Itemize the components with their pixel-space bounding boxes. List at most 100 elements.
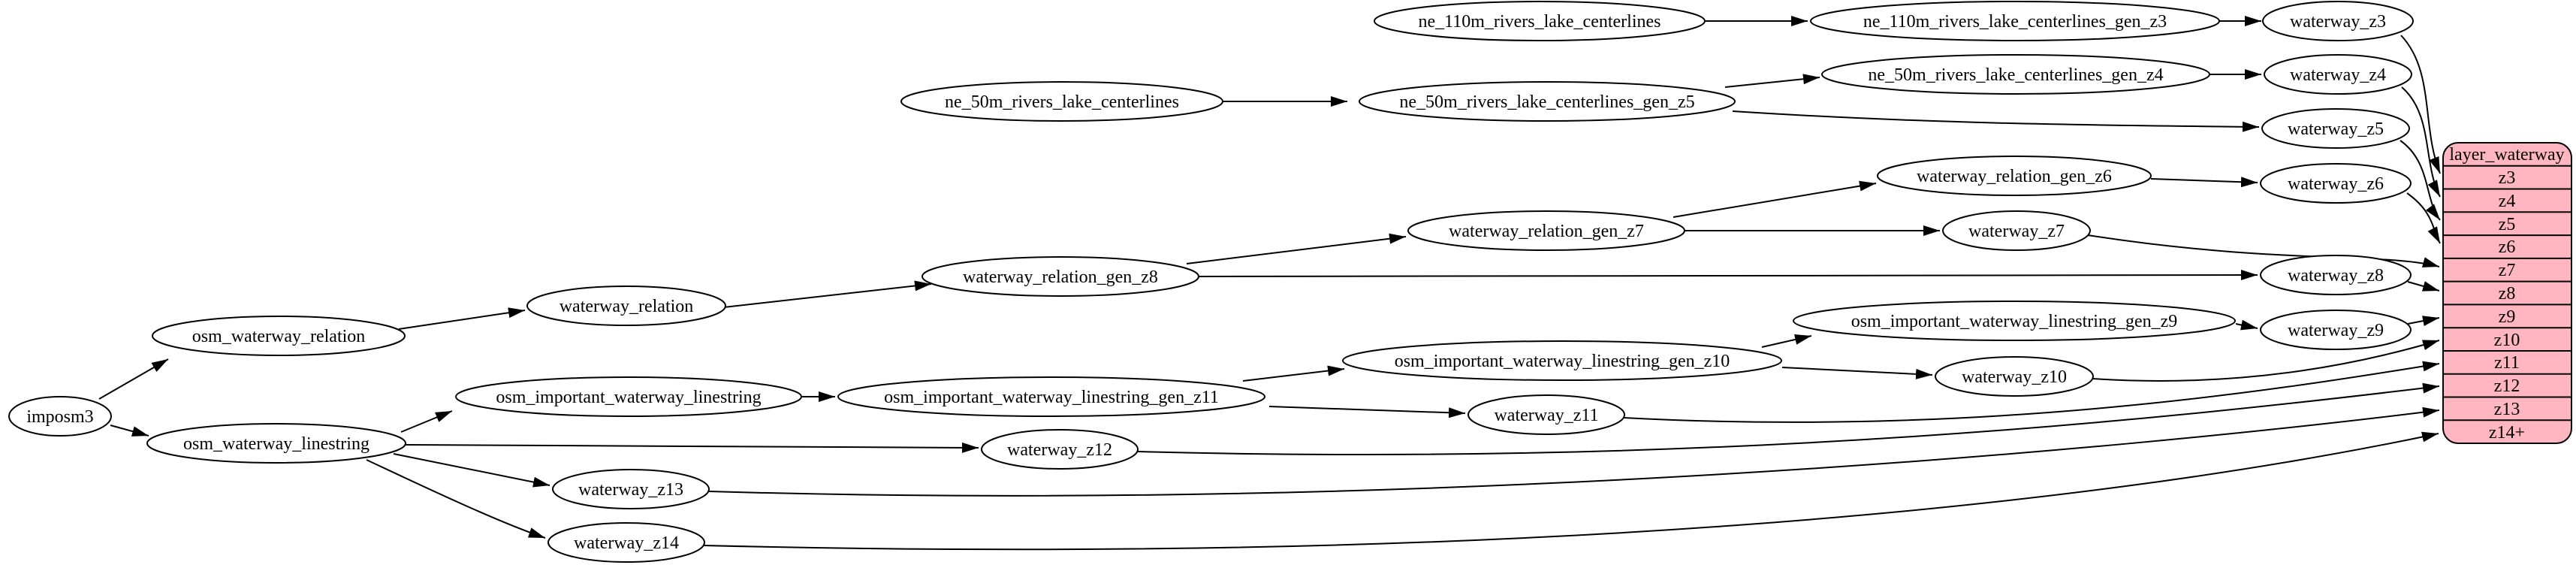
table-row-z8: z8 bbox=[2499, 284, 2516, 304]
node-label: ne_50m_rivers_lake_centerlines_gen_z4 bbox=[1868, 65, 2163, 85]
node-label: waterway_z10 bbox=[1962, 367, 2067, 387]
node-shape bbox=[547, 522, 705, 563]
node-shape bbox=[981, 429, 1139, 470]
edge-imposm3-osm_waterway_relation bbox=[98, 358, 169, 400]
edge-group bbox=[98, 16, 2441, 551]
node-waterway_z9: waterway_z9 bbox=[2260, 310, 2412, 350]
node-label: waterway_relation_gen_z8 bbox=[963, 267, 1158, 287]
node-waterway_relation: waterway_relation bbox=[526, 286, 726, 326]
edge-waterway_z5-row_z5 bbox=[2400, 140, 2441, 221]
node-label: osm_important_waterway_linestring_gen_z1… bbox=[1395, 352, 1730, 371]
node-waterway_z6: waterway_z6 bbox=[2260, 163, 2412, 204]
node-osm_important_waterway_linestring: osm_important_waterway_linestring bbox=[455, 376, 802, 417]
table-row-z3: z3 bbox=[2499, 168, 2516, 188]
table-row-z12: z12 bbox=[2494, 376, 2520, 396]
edge-gen_z9-waterway_z9 bbox=[2235, 319, 2258, 331]
edge-osm_waterway_relation-waterway_relation bbox=[398, 307, 526, 330]
node-osm_important_waterway_linestring_gen_z10: osm_important_waterway_linestring_gen_z1… bbox=[1342, 340, 1782, 381]
edge-gen_z5-waterway_z5 bbox=[1732, 110, 2260, 132]
node-shape bbox=[1942, 210, 2091, 251]
node-shape bbox=[1793, 301, 2236, 341]
edge-waterway_z12-row_z12 bbox=[1137, 382, 2440, 455]
node-shape bbox=[455, 376, 802, 417]
edge-waterway_z14-row_z14plus bbox=[703, 431, 2439, 551]
node-ne_50m_rivers_lake_centerlines_gen_z5: ne_50m_rivers_lake_centerlines_gen_z5 bbox=[1359, 81, 1736, 122]
edge-waterway_z4-row_z4 bbox=[2401, 86, 2441, 198]
node-ne_50m_rivers_lake_centerlines: ne_50m_rivers_lake_centerlines bbox=[900, 81, 1223, 122]
node-shape bbox=[2260, 255, 2412, 295]
node-shape bbox=[2264, 54, 2412, 95]
node-shape bbox=[2261, 108, 2410, 149]
table-row-z10: z10 bbox=[2494, 331, 2520, 350]
node-waterway_relation_gen_z8: waterway_relation_gen_z8 bbox=[922, 256, 1199, 297]
node-waterway_z7: waterway_z7 bbox=[1942, 210, 2091, 251]
table-title: layer_waterway bbox=[2449, 145, 2564, 165]
edge-gen_z11-gen_z10 bbox=[1242, 365, 1345, 382]
table-row-z6: z6 bbox=[2499, 237, 2516, 257]
node-osm_important_waterway_linestring_gen_z9: osm_important_waterway_linestring_gen_z9 bbox=[1793, 301, 2236, 341]
edge-gen_z10-gen_z9 bbox=[1761, 334, 1812, 348]
node-label: osm_waterway_linestring bbox=[183, 434, 370, 454]
table-row-z7: z7 bbox=[2499, 261, 2516, 280]
node-waterway_z14: waterway_z14 bbox=[547, 522, 705, 563]
edge-gen_z11-waterway_z11 bbox=[1268, 406, 1466, 418]
edge-waterway_z6-row_z6 bbox=[2406, 192, 2441, 244]
node-label: ne_50m_rivers_lake_centerlines_gen_z5 bbox=[1399, 92, 1694, 112]
table-row-z4: z4 bbox=[2499, 192, 2516, 211]
edge-gen_z5-gen_z4 bbox=[1724, 74, 1820, 88]
node-label: waterway_z5 bbox=[2288, 119, 2384, 139]
node-waterway_z8: waterway_z8 bbox=[2260, 255, 2412, 295]
table-row-z11: z11 bbox=[2494, 353, 2520, 373]
node-label: ne_110m_rivers_lake_centerlines bbox=[1419, 12, 1661, 32]
node-waterway_relation_gen_z6: waterway_relation_gen_z6 bbox=[1877, 156, 2152, 196]
table-row-z5: z5 bbox=[2499, 215, 2516, 234]
node-shape bbox=[1821, 54, 2210, 95]
node-waterway_z11: waterway_z11 bbox=[1467, 394, 1625, 435]
node-shape bbox=[1467, 394, 1625, 435]
node-shape bbox=[1877, 156, 2152, 196]
node-label: ne_110m_rivers_lake_centerlines_gen_z3 bbox=[1863, 12, 2167, 32]
node-label: waterway_z11 bbox=[1494, 406, 1598, 425]
node-shape bbox=[2262, 1, 2414, 41]
edge-waterway_z9-row_z9 bbox=[2407, 316, 2440, 326]
edge-imposm3-osm_waterway_linestring bbox=[110, 425, 149, 437]
node-label: waterway_relation_gen_z7 bbox=[1449, 222, 1644, 241]
node-osm_important_waterway_linestring_gen_z11: osm_important_waterway_linestring_gen_z1… bbox=[837, 376, 1265, 417]
node-label: osm_waterway_relation bbox=[192, 327, 366, 346]
node-shape bbox=[1810, 1, 2220, 41]
table-frame bbox=[2442, 142, 2572, 444]
node-shape bbox=[552, 469, 710, 509]
node-imposm3: imposm3 bbox=[8, 396, 112, 437]
node-label: waterway_z3 bbox=[2290, 12, 2386, 32]
node-shape bbox=[837, 376, 1265, 417]
node-waterway_z13: waterway_z13 bbox=[552, 469, 710, 509]
node-label: waterway_z12 bbox=[1007, 440, 1112, 460]
node-waterway_z12: waterway_z12 bbox=[981, 429, 1139, 470]
edge-waterway_relation-waterway_relation_gen_z8 bbox=[716, 280, 932, 309]
node-shape bbox=[1935, 356, 2094, 397]
node-shape bbox=[2260, 163, 2412, 204]
node-shape bbox=[1342, 340, 1782, 381]
edge-waterway_relation_gen_z8-waterway_relation_gen_z7 bbox=[1186, 233, 1407, 264]
node-ne_110m_rivers_lake_centerlines: ne_110m_rivers_lake_centerlines bbox=[1374, 1, 1706, 41]
node-waterway_z4: waterway_z4 bbox=[2264, 54, 2412, 95]
node-label: waterway_relation bbox=[560, 297, 694, 316]
edge-osm_waterway_linestring-waterway_z12 bbox=[405, 442, 979, 453]
node-waterway_z3: waterway_z3 bbox=[2262, 1, 2414, 41]
node-label: osm_important_waterway_linestring_gen_z9 bbox=[1851, 312, 2178, 331]
node-label: waterway_z13 bbox=[578, 480, 683, 500]
node-waterway_z5: waterway_z5 bbox=[2261, 108, 2410, 149]
edge-osm_waterway_linestring-waterway_z13 bbox=[393, 453, 550, 488]
edge-waterway_z8-row_z8 bbox=[2407, 281, 2440, 292]
node-shape bbox=[900, 81, 1223, 122]
node-label: waterway_relation_gen_z6 bbox=[1917, 167, 2112, 186]
edge-gen_z10-waterway_z10 bbox=[1781, 367, 1933, 379]
node-waterway_relation_gen_z7: waterway_relation_gen_z7 bbox=[1407, 210, 1685, 251]
table-layer_waterway: layer_waterway z3 z4 z5 z6 z7 z8 z9 z10 … bbox=[2442, 142, 2572, 444]
node-shape bbox=[1374, 1, 1706, 41]
edge-waterway_relation_gen_z8-waterway_z8 bbox=[1198, 270, 2258, 281]
node-shape bbox=[922, 256, 1199, 297]
table-row-z13: z13 bbox=[2494, 400, 2520, 419]
